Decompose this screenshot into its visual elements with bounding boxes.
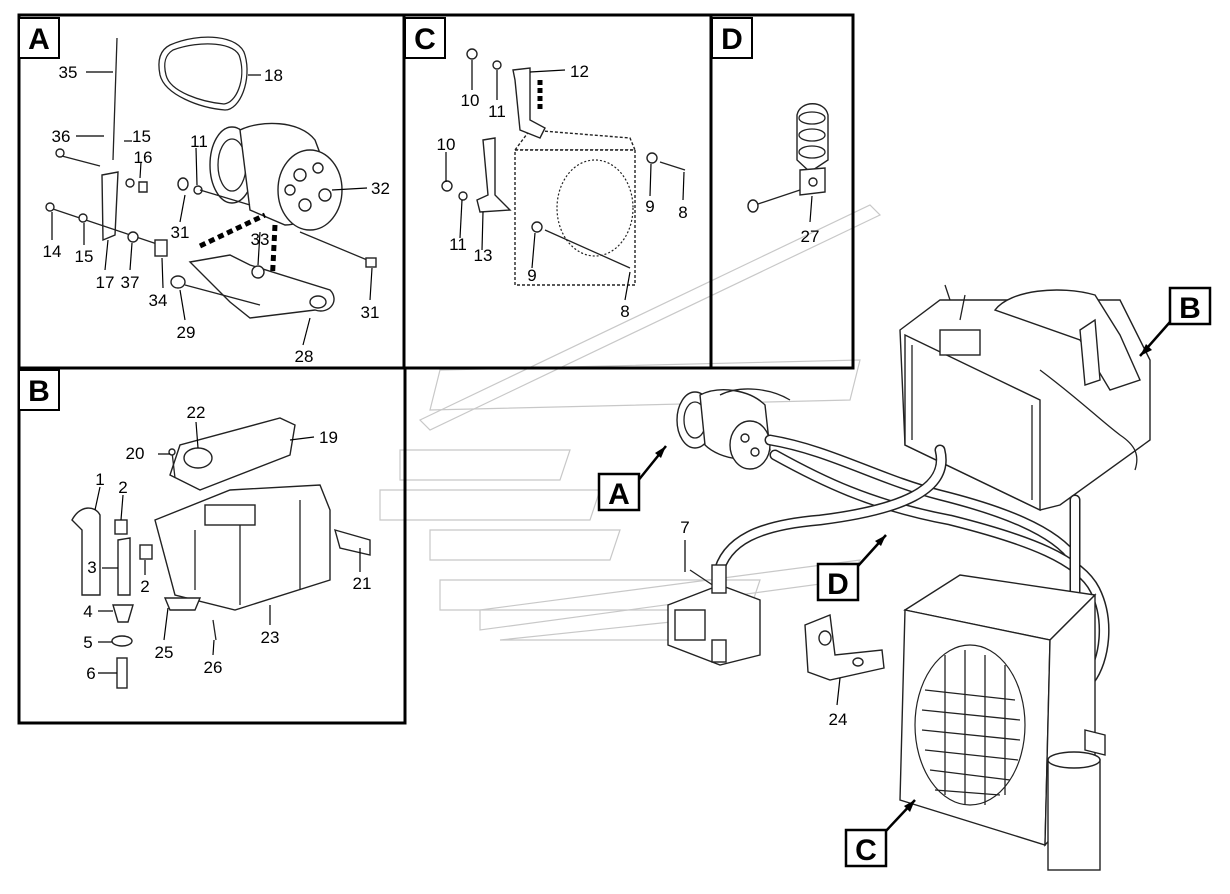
part-7: 7	[680, 518, 689, 537]
part-11b: 11	[449, 235, 467, 254]
part-1: 1	[95, 470, 104, 489]
svg-text:A: A	[28, 23, 50, 56]
part-27: 27	[801, 227, 820, 246]
main-assembly	[667, 284, 1151, 871]
part-6: 6	[86, 664, 95, 683]
section-c-drawing	[441, 48, 686, 286]
part-20: 20	[126, 444, 145, 463]
part-23: 23	[261, 628, 280, 647]
section-frames	[17, 13, 855, 725]
part-17: 17	[96, 273, 115, 292]
section-d-drawing	[747, 103, 829, 213]
section-b-part-numbers: 22 19 20 1 2 3 2 21 4 5 6 25 26 23	[83, 403, 371, 683]
section-b-leaders	[94, 421, 361, 674]
svg-text:D: D	[721, 23, 743, 56]
part-26: 26	[204, 658, 223, 677]
section-label-a: A	[18, 17, 60, 59]
part-2b: 2	[140, 577, 149, 596]
callout-a: A	[597, 445, 667, 512]
part-16: 16	[134, 148, 153, 167]
main-part-numbers: 7 24	[680, 518, 847, 729]
part-29: 29	[177, 323, 196, 342]
section-c-leaders	[445, 60, 685, 301]
part-32: 32	[371, 179, 390, 198]
part-15b: 15	[75, 247, 94, 266]
part-5: 5	[83, 633, 92, 652]
part-2: 2	[118, 478, 127, 497]
part-21: 21	[353, 574, 372, 593]
svg-text:D: D	[827, 568, 849, 601]
callout-b: B	[1139, 286, 1212, 357]
part-35: 35	[59, 63, 78, 82]
part-24: 24	[829, 710, 848, 729]
section-d-part-numbers: 27	[801, 227, 820, 246]
part-22: 22	[187, 403, 206, 422]
part-9b: 9	[527, 266, 536, 285]
part-34: 34	[149, 291, 168, 310]
part-25: 25	[155, 643, 174, 662]
main-leaders	[684, 540, 841, 706]
part-37: 37	[121, 273, 140, 292]
part-33: 33	[251, 230, 270, 249]
part-10: 10	[461, 91, 480, 110]
svg-text:C: C	[855, 834, 877, 867]
part-28: 28	[295, 347, 314, 366]
section-label-c: C	[404, 17, 446, 59]
part-18: 18	[264, 66, 283, 85]
part-15: 15	[132, 127, 151, 146]
part-31b: 31	[361, 303, 380, 322]
svg-text:B: B	[28, 375, 50, 408]
svg-text:C: C	[414, 23, 436, 56]
svg-text:A: A	[608, 478, 630, 511]
part-9: 9	[645, 197, 654, 216]
part-31: 31	[171, 223, 190, 242]
part-4: 4	[83, 602, 92, 621]
section-d-leaders	[809, 195, 813, 223]
part-8b: 8	[620, 302, 629, 321]
part-19: 19	[319, 428, 338, 447]
part-11: 11	[190, 132, 208, 151]
svg-text:B: B	[1179, 292, 1201, 325]
section-c-part-numbers: 12 10 11 10 9 8 11 13 9 8	[437, 62, 688, 321]
part-14: 14	[43, 242, 62, 261]
section-label-d: D	[711, 17, 753, 59]
part-36: 36	[52, 127, 71, 146]
section-a-part-numbers: 35 18 36 15 16 11 32 14 15 17 37 31 33 3…	[43, 63, 390, 366]
section-a-drawing	[45, 36, 377, 319]
part-3: 3	[87, 558, 96, 577]
part-13: 13	[474, 246, 493, 265]
section-b-drawing	[71, 417, 371, 689]
callout-c: C	[844, 799, 916, 868]
part-8: 8	[678, 203, 687, 222]
callout-d: D	[816, 534, 887, 602]
section-label-b: B	[18, 369, 60, 411]
part-11: 11	[488, 102, 506, 121]
part-10b: 10	[437, 135, 456, 154]
section-a-leaders	[51, 71, 373, 346]
part-12: 12	[570, 62, 589, 81]
